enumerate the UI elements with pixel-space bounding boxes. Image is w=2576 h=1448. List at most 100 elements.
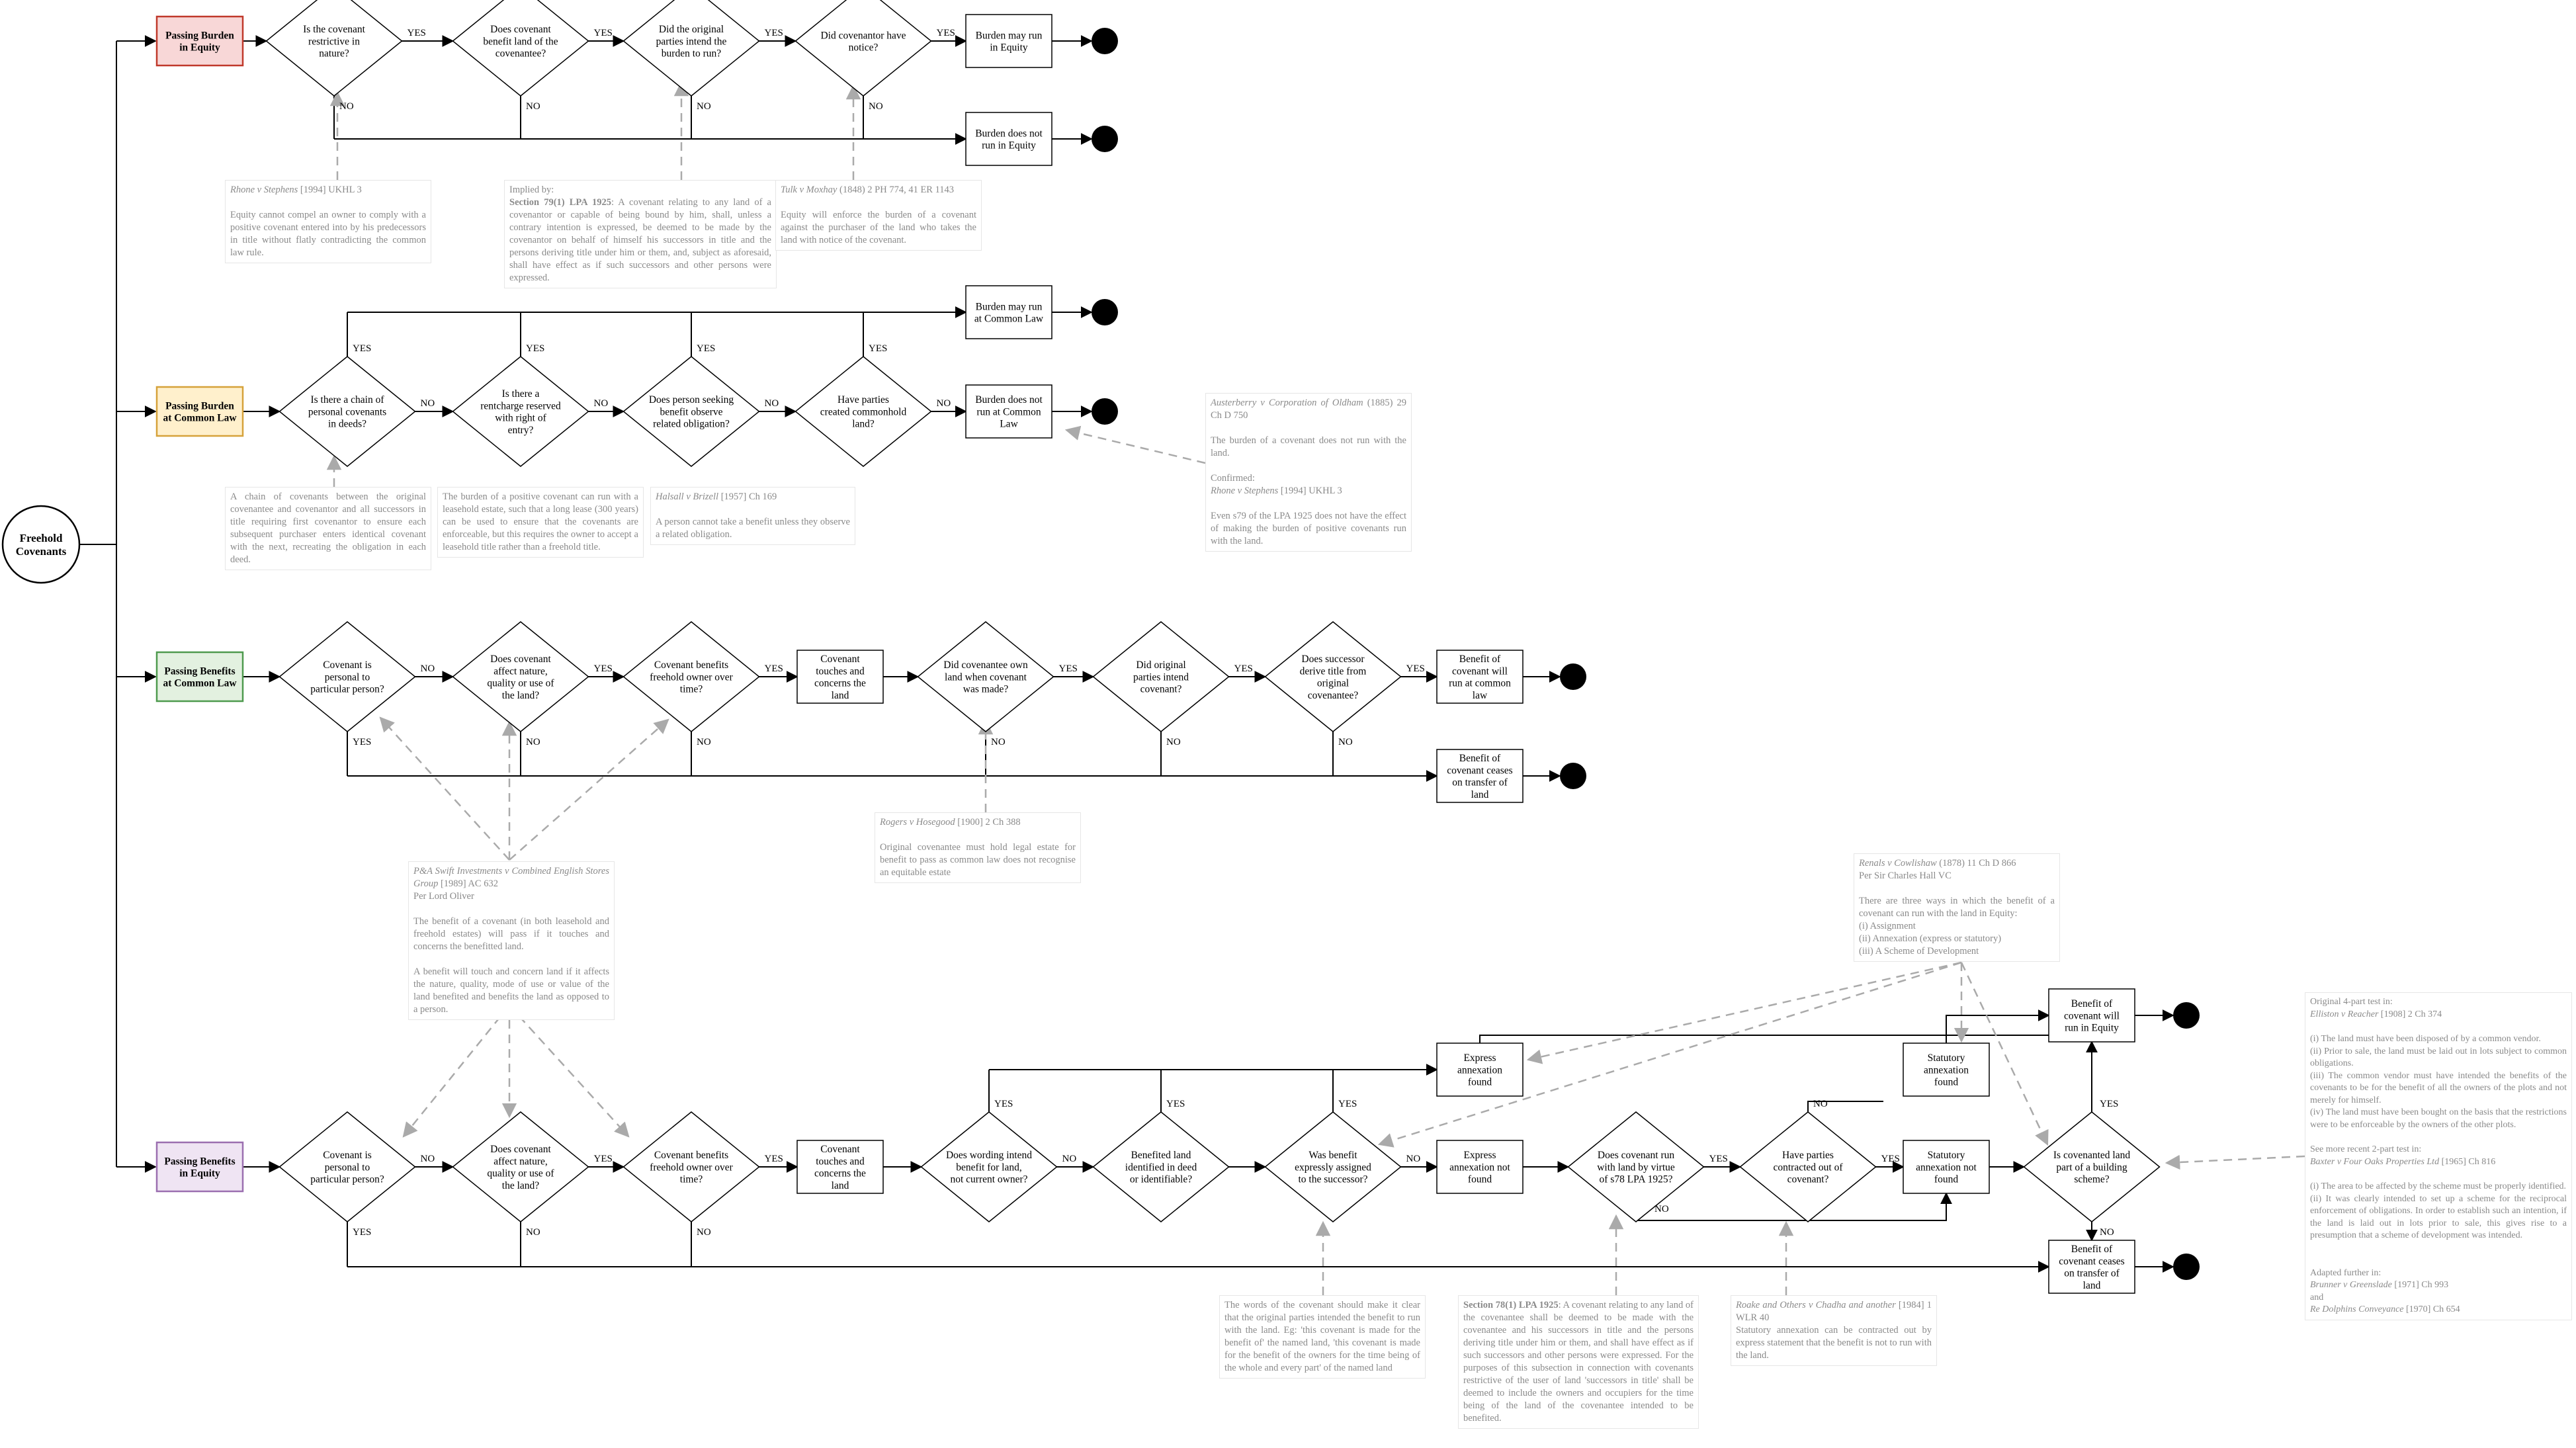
r4-express-not-found	[1436, 1140, 1524, 1194]
r2-d1	[279, 356, 416, 467]
section-burden-law	[155, 386, 244, 437]
r3-yes-label-2: YES	[765, 663, 783, 674]
r3-d1	[279, 621, 416, 732]
r4-yes-drop-label: YES	[353, 1227, 371, 1238]
r4-yes-label-4: YES	[1881, 1154, 1900, 1164]
r4-out-no	[2048, 1240, 2135, 1294]
r4-yes-label-d9: YES	[2100, 1099, 2118, 1109]
r4-d4	[920, 1111, 1058, 1222]
r2-out-yes	[965, 285, 1052, 339]
r2-yes-label-2: YES	[526, 343, 544, 354]
r1-out-yes	[965, 14, 1052, 68]
r4-statutory-not-found	[1903, 1140, 1990, 1194]
section-burden-equity	[155, 15, 244, 67]
r4-no-label-2: NO	[1062, 1154, 1077, 1164]
r3-no-drop-label-5: NO	[1338, 737, 1353, 747]
r3-d3	[623, 621, 760, 732]
note-roake-v-chadha: Roake and Others v Chadha and another [1…	[1731, 1295, 1937, 1366]
r3-no-label-1: NO	[421, 663, 435, 674]
section-benefit-law	[155, 651, 244, 703]
note-austerberry: Austerberry v Corporation of Oldham (188…	[1205, 393, 1412, 552]
r4-express-to-out	[1479, 1035, 2049, 1043]
r2-d3	[623, 356, 760, 467]
link-swift-r4d1	[402, 1005, 510, 1138]
r4-yes-label-3: YES	[1709, 1154, 1728, 1164]
note-pa-swift: P&A Swift Investments v Combined English…	[408, 861, 615, 1020]
note-halsall-v-brizell: Halsall v Brizell [1957] Ch 169 A person…	[650, 487, 855, 545]
r1-yes-label-4: YES	[937, 28, 955, 38]
r4-yes-rise-label-d6: YES	[1338, 1099, 1357, 1109]
r2-no-label-1: NO	[421, 398, 435, 409]
r4-no-drop-label-1: NO	[526, 1227, 540, 1238]
r4-d8	[1739, 1111, 1877, 1222]
link-austerberry	[1064, 425, 1206, 464]
r4-yes-label-1: YES	[594, 1154, 613, 1164]
r4-d7	[1567, 1111, 1705, 1222]
r3-d5	[1092, 621, 1230, 732]
r4-out-yes	[2048, 988, 2135, 1043]
r2-d2	[452, 356, 589, 467]
r4-yes-rise-label-d4: YES	[994, 1099, 1013, 1109]
note-section-79-lpa: Implied by: Section 79(1) LPA 1925: A co…	[504, 180, 777, 288]
r3-yes-label-5: YES	[1406, 663, 1425, 674]
r4-d2	[452, 1111, 589, 1222]
r1-end-no-dot	[1092, 126, 1118, 152]
r4-d9	[2023, 1111, 2161, 1222]
r4-d5	[1092, 1111, 1230, 1222]
r2-end-yes-dot	[1092, 299, 1118, 325]
r3-yes-label-1: YES	[594, 663, 613, 674]
r4-yes-label-2: YES	[765, 1154, 783, 1164]
r1-no-label-4: NO	[869, 101, 883, 112]
link-swift-d1	[379, 716, 510, 861]
r4-stat-to-out	[1946, 1009, 2050, 1043]
r3-no-drop-label-2: NO	[697, 737, 711, 747]
r3-no-drop-label-1: NO	[526, 737, 540, 747]
r4-no-rise-d8	[1807, 1101, 1883, 1112]
r1-out-no	[965, 112, 1052, 166]
r1-d2	[452, 0, 589, 97]
r4-yes-rise-label-d5: YES	[1166, 1099, 1185, 1109]
r4-no-drop-label-2: NO	[697, 1227, 711, 1238]
note-long-lease: The burden of a positive covenant can ru…	[437, 487, 644, 558]
r3-out-yes	[1436, 650, 1524, 704]
r1-no-label-3: NO	[697, 101, 711, 112]
r1-d3	[623, 0, 760, 97]
r4-no-label-d7: NO	[1654, 1204, 1669, 1214]
r2-yes-label-1: YES	[353, 343, 371, 354]
r3-yes-drop-label: YES	[353, 737, 371, 747]
r2-yes-label-3: YES	[697, 343, 715, 354]
link-swift-d3	[509, 718, 669, 861]
note-rogers-v-hosegood: Rogers v Hosegood [1900] 2 Ch 388 Origin…	[875, 812, 1081, 883]
link-renals-express	[1526, 961, 1962, 1064]
r1-no-label-2: NO	[526, 101, 540, 112]
r4-no-label-3: NO	[1406, 1154, 1421, 1164]
r3-box-touches	[796, 650, 884, 704]
